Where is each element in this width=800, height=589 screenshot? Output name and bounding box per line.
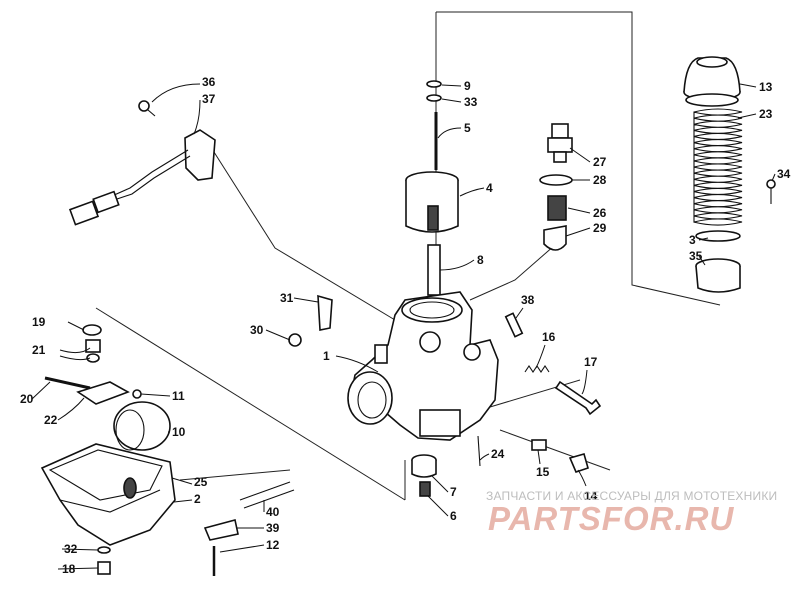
- callout-5: 5: [464, 121, 471, 135]
- callout-32: 32: [64, 542, 78, 556]
- callout-8: 8: [477, 253, 484, 267]
- callout-12: 12: [266, 538, 280, 552]
- callout-3: 3: [689, 233, 696, 247]
- callout-31: 31: [280, 291, 294, 305]
- callout-37: 37: [202, 92, 216, 106]
- jet-parts: [477, 435, 589, 473]
- adjustment-screw-parts: [504, 312, 602, 416]
- callout-27: 27: [593, 155, 607, 169]
- jet-needle-parts: [426, 80, 442, 170]
- callout-9: 9: [464, 79, 471, 93]
- callout-39: 39: [266, 521, 280, 535]
- callout-14: 14: [584, 489, 598, 503]
- cap-washer-seal: [695, 179, 776, 293]
- leader-lines: [31, 83, 776, 570]
- float-pin-parts: [44, 324, 130, 405]
- drain-screw-parts: [97, 546, 111, 575]
- callout-35: 35: [689, 249, 703, 263]
- callout-11: 11: [172, 389, 185, 403]
- throttle-spring: [693, 108, 743, 226]
- mixing-chamber-cap: [683, 56, 741, 107]
- float-bowl: [40, 443, 176, 546]
- callout-30: 30: [250, 323, 264, 337]
- callout-28: 28: [593, 173, 607, 187]
- callout-29: 29: [593, 221, 607, 235]
- watermark-logo: PARTSFOR.RU: [488, 500, 735, 537]
- needle-jet-tube: [427, 244, 441, 296]
- callout-21: 21: [32, 343, 46, 357]
- callout-24: 24: [491, 447, 505, 461]
- callout-20: 20: [20, 392, 34, 406]
- throttle-slide: [405, 171, 459, 233]
- callout-38: 38: [521, 293, 535, 307]
- callout-17: 17: [584, 355, 598, 369]
- float-valve-parts: [539, 123, 573, 251]
- float-parts: [113, 389, 171, 451]
- vent-hose-parts: [203, 481, 295, 576]
- callout-25: 25: [194, 475, 208, 489]
- callout-40: 40: [266, 505, 280, 519]
- callout-6: 6: [450, 509, 457, 523]
- callout-2: 2: [194, 492, 201, 506]
- throttle-lever: [288, 294, 333, 347]
- callout-34: 34: [777, 167, 791, 181]
- callout-4: 4: [486, 181, 493, 195]
- carburetor-body: [347, 291, 499, 441]
- main-jet-parts: [411, 454, 437, 497]
- callout-33: 33: [464, 95, 478, 109]
- watermark-tagline: ЗАПЧАСТИ И АКСЕССУАРЫ ДЛЯ МОТОТЕХНИКИ: [486, 489, 778, 503]
- callout-10: 10: [172, 425, 186, 439]
- choke-bracket-assembly: [68, 100, 216, 226]
- callout-7: 7: [450, 485, 457, 499]
- callout-1: 1: [323, 349, 330, 363]
- callout-labels: 1234567891011121314151617181920212223242…: [20, 75, 791, 576]
- callout-19: 19: [32, 315, 46, 329]
- callout-18: 18: [62, 562, 76, 576]
- callout-36: 36: [202, 75, 216, 89]
- callout-13: 13: [759, 80, 773, 94]
- callout-26: 26: [593, 206, 607, 220]
- callout-16: 16: [542, 330, 556, 344]
- callout-22: 22: [44, 413, 58, 427]
- callout-15: 15: [536, 465, 550, 479]
- callout-23: 23: [759, 107, 773, 121]
- assembly-guide-lines: [95, 11, 721, 501]
